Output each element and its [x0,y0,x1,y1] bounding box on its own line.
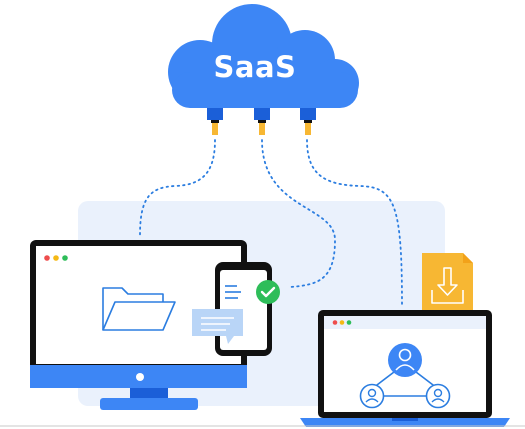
connection-line-laptop [306,139,403,306]
user-network-icon [359,343,451,409]
chat-bubble-icon [192,309,243,344]
folder-icon [102,287,176,331]
cloud-label: SaaS [213,50,297,84]
check-icon [256,280,280,304]
monitor-icon [30,240,247,410]
connector-icon [207,105,316,135]
connection-lines [139,139,403,306]
cloud-icon [168,4,359,108]
download-file-icon [422,253,473,324]
connection-line-phone [261,139,336,288]
